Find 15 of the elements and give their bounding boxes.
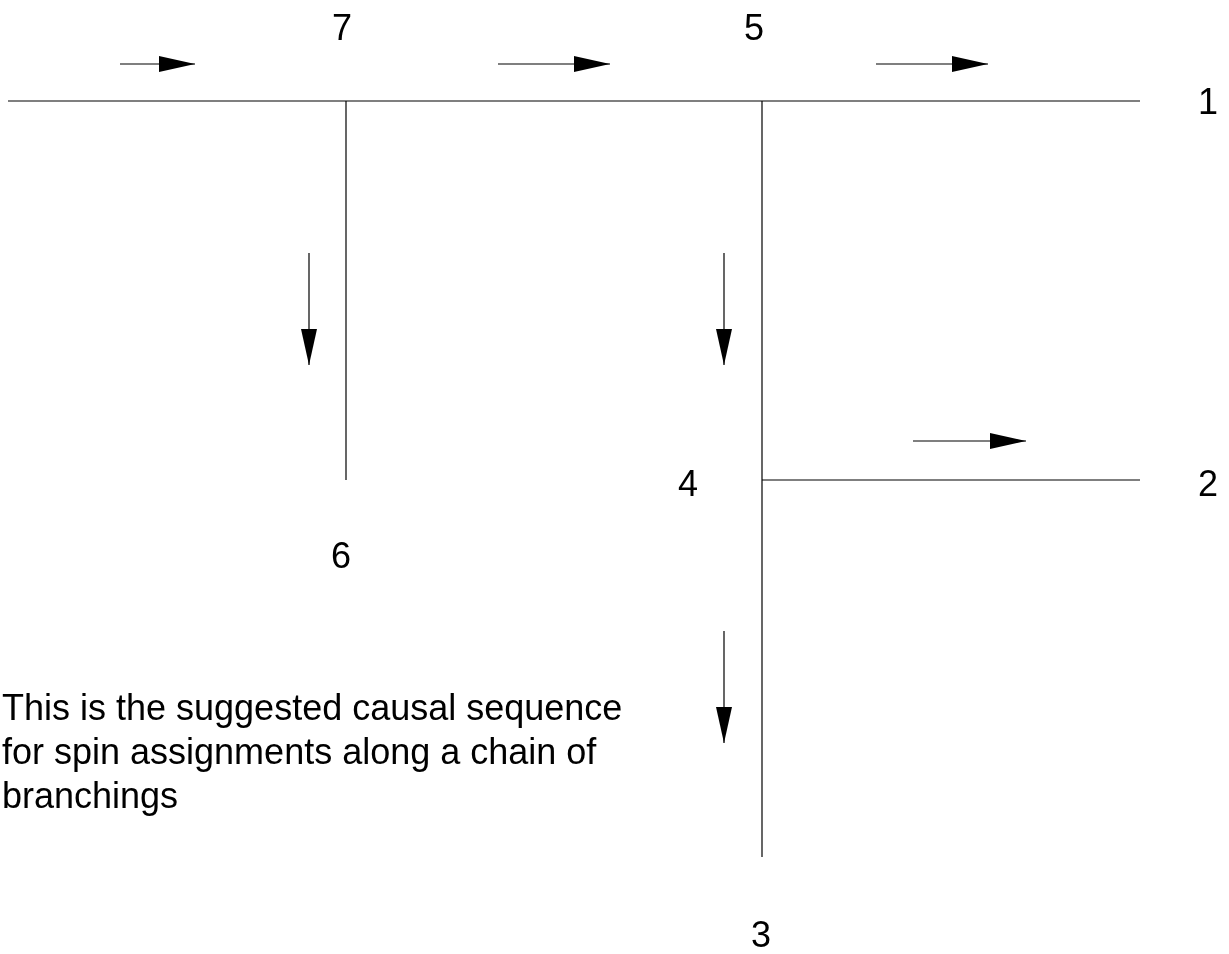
branch-line bbox=[761, 479, 1141, 481]
branch-line bbox=[345, 100, 347, 481]
node-number: 6 bbox=[331, 536, 352, 576]
node-number: 7 bbox=[332, 8, 353, 48]
branch-line bbox=[761, 100, 763, 481]
node-number: 2 bbox=[1198, 464, 1219, 504]
node-number: 3 bbox=[751, 915, 772, 954]
branch-line bbox=[761, 100, 1141, 102]
node-number: 4 bbox=[678, 464, 699, 504]
note-text: This is the suggested causal sequence for spin assignments along a chain of branchings bbox=[2, 686, 624, 818]
branch-line bbox=[761, 479, 763, 858]
branch-line bbox=[7, 100, 347, 102]
branch-line bbox=[345, 100, 763, 102]
node-number: 1 bbox=[1198, 82, 1219, 122]
node-number: 5 bbox=[744, 8, 765, 48]
